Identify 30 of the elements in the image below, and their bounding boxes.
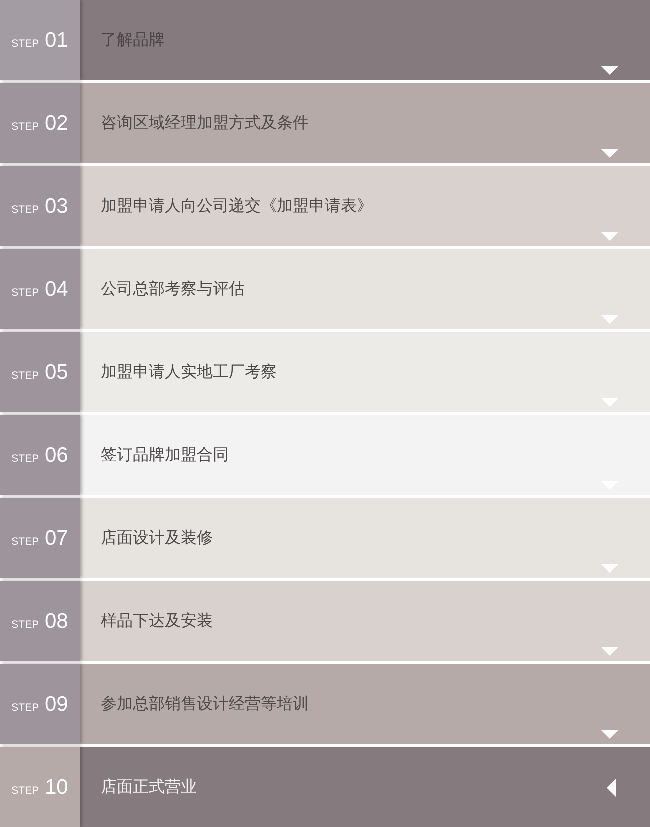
step-text: 店面正式营业: [101, 777, 197, 797]
step-text: 加盟申请人实地工厂考察: [101, 362, 277, 382]
step-label: STEP 08: [12, 610, 68, 632]
step-row: [0, 498, 650, 578]
step-text: 了解品牌: [101, 30, 165, 50]
step-text: 公司总部考察与评估: [101, 279, 245, 299]
step-text: 店面设计及装修: [101, 528, 213, 548]
step-label: STEP 09: [12, 694, 68, 714]
step-text: 咨询区域经理加盟方式及条件: [101, 113, 309, 133]
step-text: 样品下达及安装: [101, 611, 213, 631]
step-row: [0, 581, 650, 661]
step-label: STEP 07: [12, 528, 68, 548]
step-row: [0, 747, 650, 827]
step-row: [0, 415, 650, 495]
step-text: 加盟申请人向公司递交《加盟申请表》: [101, 196, 373, 216]
step-row: [0, 332, 650, 412]
step-text: 参加总部销售设计经营等培训: [101, 694, 309, 714]
step-label: STEP 04: [12, 278, 68, 300]
step-label: STEP 10: [12, 776, 68, 798]
step-label: STEP 01: [12, 30, 68, 50]
step-row: [0, 664, 650, 744]
step-label: STEP 06: [12, 444, 68, 466]
step-label: STEP 03: [12, 196, 68, 216]
step-label: STEP 02: [12, 112, 68, 134]
step-text: 签订品牌加盟合同: [101, 445, 229, 465]
step-row: [0, 166, 650, 246]
step-row: [0, 249, 650, 329]
step-label: STEP 05: [12, 362, 68, 382]
step-row: [0, 0, 650, 80]
step-row: [0, 83, 650, 163]
